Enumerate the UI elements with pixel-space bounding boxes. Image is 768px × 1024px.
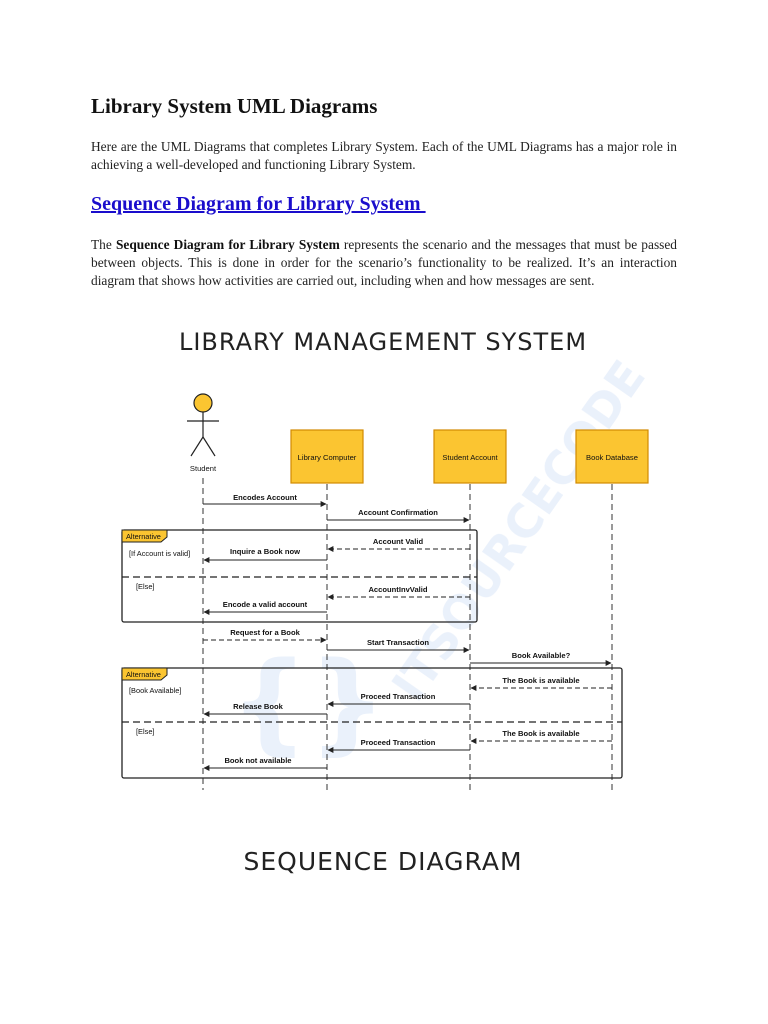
intro-paragraph: Here are the UML Diagrams that completes… — [91, 139, 677, 172]
lifeline-library-computer: Library Computer — [290, 429, 364, 484]
msg-label: Inquire a Book now — [230, 547, 300, 556]
fragment-tag: Alternative — [126, 532, 161, 541]
lifeline-label: Library Computer — [298, 453, 357, 462]
lifeline-label: Book Database — [586, 453, 638, 462]
fragment-tag: Alternative — [126, 670, 161, 679]
msg-label: Book not available — [224, 756, 291, 765]
page-title: Library System UML Diagrams — [91, 94, 378, 118]
msg-label: Proceed Transaction — [361, 738, 436, 747]
fragment-guard: [Else] — [136, 727, 154, 736]
msg-label: Release Book — [233, 702, 284, 711]
lifeline-dashes — [202, 478, 613, 790]
sequence-diagram-link[interactable]: Sequence Diagram for Library System — [91, 193, 426, 215]
diagram-title: LIBRARY MANAGEMENT SYSTEM — [179, 328, 587, 356]
messages — [203, 501, 612, 771]
diagram-footer: SEQUENCE DIAGRAM — [243, 847, 522, 876]
msg-label: Encode a valid account — [223, 600, 308, 609]
message-labels: Encodes Account Account Confirmation Acc… — [223, 493, 580, 765]
msg-label: Proceed Transaction — [361, 692, 436, 701]
msg-label: Start Transaction — [367, 638, 429, 647]
desc-rest: represents the scenario and the messages… — [91, 237, 677, 288]
actor-label: Student — [190, 464, 217, 473]
watermark-braces: {} — [230, 638, 387, 766]
msg-label: The Book is available — [502, 729, 579, 738]
fragment-guard: [Book Available] — [129, 686, 181, 695]
desc-bold: Sequence Diagram for Library System — [115, 237, 340, 252]
alt-fragment-book: Alternative [Book Available] [Else] — [121, 667, 623, 779]
msg-label: Account Confirmation — [358, 508, 438, 517]
fragment-guard: [If Account is valid] — [129, 549, 190, 558]
section-description: The Sequence Diagram for Library System … — [91, 236, 677, 290]
alt-fragment-account: Alternative [If Account is valid] [Else] — [121, 529, 478, 623]
msg-label: AccountInvValid — [368, 585, 427, 594]
fragment-guard: [Else] — [136, 582, 154, 591]
msg-label: Request for a Book — [230, 628, 300, 637]
lifeline-book-database: Book Database — [575, 429, 649, 484]
msg-label: The Book is available — [502, 676, 579, 685]
lifeline-student-account: Student Account — [433, 429, 507, 484]
desc-prefix: The — [91, 237, 116, 252]
msg-label: Encodes Account — [233, 493, 297, 502]
msg-label: Account Valid — [373, 537, 424, 546]
student-actor: Student — [187, 393, 219, 473]
lifeline-label: Student Account — [442, 453, 498, 462]
msg-label: Book Available? — [512, 651, 571, 660]
